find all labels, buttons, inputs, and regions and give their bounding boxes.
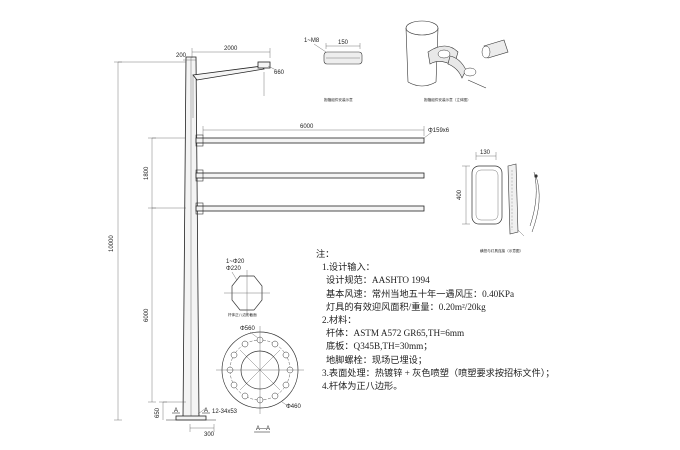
- main-pole: [166, 56, 271, 421]
- section-mark-right: A: [204, 408, 208, 414]
- caption-octagon: 杆体正八边形截面: [228, 312, 257, 317]
- detail-clamp-plan: 1~M8 150 抱箍组件安装示意: [304, 38, 363, 102]
- dim-arm-length: 2000: [224, 46, 238, 52]
- dim-bracket-w: 130: [480, 150, 491, 156]
- design-notes: 注： 1.设计输入： 设计规范：AASHTO 1994 基本风速：常州当地五十年…: [316, 248, 676, 393]
- detail-octagon: 1~Φ20 Φ220 杆体正八边形截面: [224, 259, 270, 317]
- note-line: 1.设计输入：: [322, 262, 375, 273]
- oct-tag: 1~Φ20: [226, 259, 245, 265]
- notes-title: 注：: [316, 249, 335, 259]
- dim-lower-height: 650: [155, 407, 161, 418]
- caption-flange: A—A: [256, 426, 270, 432]
- dim-anchor-bolt: 12-34x53: [212, 409, 238, 415]
- caption-bracket: 横担与灯具连接（示意图）: [480, 248, 523, 253]
- note-line: 地脚螺栓：现场已埋设；: [326, 354, 428, 365]
- note-line: 4.杆体为正八边形。: [322, 381, 403, 392]
- note-line: 底板：Q345B,TH=30mm；: [326, 341, 433, 352]
- crossarm-3: [195, 202, 425, 215]
- crossarm-2: [195, 169, 425, 182]
- dim-total-height: 10000: [109, 235, 115, 252]
- dim-crossarm-dia: Φ159x6: [428, 128, 450, 134]
- flange-outer-dia: Φ560: [240, 326, 255, 332]
- caption-clamp-view: 抱箍组件安装示意: [324, 97, 353, 102]
- detail-clamp-3d: 抱箍组件安装示意（立体图）: [405, 20, 509, 102]
- dim-spacing: 1800: [144, 166, 150, 180]
- note-line: 设计规范：AASHTO 1994: [326, 275, 430, 286]
- section-mark-left: A: [174, 408, 178, 414]
- crossarm-1: [195, 134, 425, 147]
- detail-bracket: 130 400 横担与灯具连接（示意图）: [457, 150, 540, 253]
- top-dimensions: 2000 200 660: [176, 46, 285, 96]
- detail-flange: Φ560 Φ460 A—A: [216, 326, 304, 433]
- dim-arm-offset: 200: [176, 53, 187, 59]
- dim-base-width: 300: [204, 432, 215, 438]
- dim-mid-height: 6000: [144, 308, 150, 322]
- detail-tag: 1~M8: [304, 38, 320, 44]
- oct-dia: Φ220: [226, 266, 241, 272]
- dim-crossarm-length: 6000: [300, 124, 314, 130]
- flange-bolt-holes: [226, 336, 294, 404]
- note-line: 灯具的有效迎风面积/重量：0.20m²/20kg: [326, 301, 486, 312]
- note-line: 3.表面处理：热镀锌 + 灰色喷塑（喷塑要求按招标文件）；: [322, 367, 555, 378]
- dim-bracket-h: 400: [457, 189, 463, 200]
- crossarms: 6000 Φ159x6: [195, 124, 450, 215]
- note-line: 2.材料：: [322, 315, 357, 326]
- dim-rise: 660: [274, 70, 285, 76]
- flange-inner-dia: Φ460: [286, 404, 301, 410]
- note-line: 基本风速：常州当地五十年一遇风压：0.40KPa: [326, 288, 515, 299]
- dim-detail-len: 150: [338, 40, 349, 46]
- caption-clamp-3d: 抱箍组件安装示意（立体图）: [424, 97, 471, 102]
- vertical-dimensions: 10000 1800 6000 650 A A 12-34x53 300: [109, 61, 238, 438]
- note-line: 杆体：ASTM A572 GR65,TH=6mm: [326, 328, 465, 339]
